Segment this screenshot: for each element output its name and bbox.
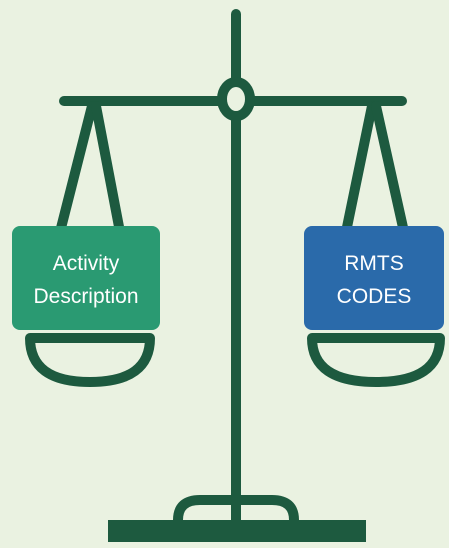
left-string-inner: [91, 101, 125, 237]
right-pan-line1: RMTS: [344, 252, 404, 275]
left-pan: [25, 333, 155, 387]
right-string-outer: [341, 101, 377, 237]
left-pan-line2: Description: [33, 285, 138, 308]
scale-foot: [173, 495, 299, 525]
right-pan-line2: CODES: [337, 285, 412, 308]
scale-pivot: [217, 77, 255, 121]
left-string-outer: [55, 101, 97, 237]
left-pan-line1: Activity: [53, 252, 120, 275]
right-pan: [307, 333, 445, 387]
right-pan-label-box: RMTS CODES: [304, 226, 444, 330]
left-pan-label-box: Activity Description: [12, 226, 160, 330]
scale-base: [108, 520, 366, 542]
right-string-inner: [371, 101, 409, 237]
balance-scale-icon: [25, 9, 445, 525]
